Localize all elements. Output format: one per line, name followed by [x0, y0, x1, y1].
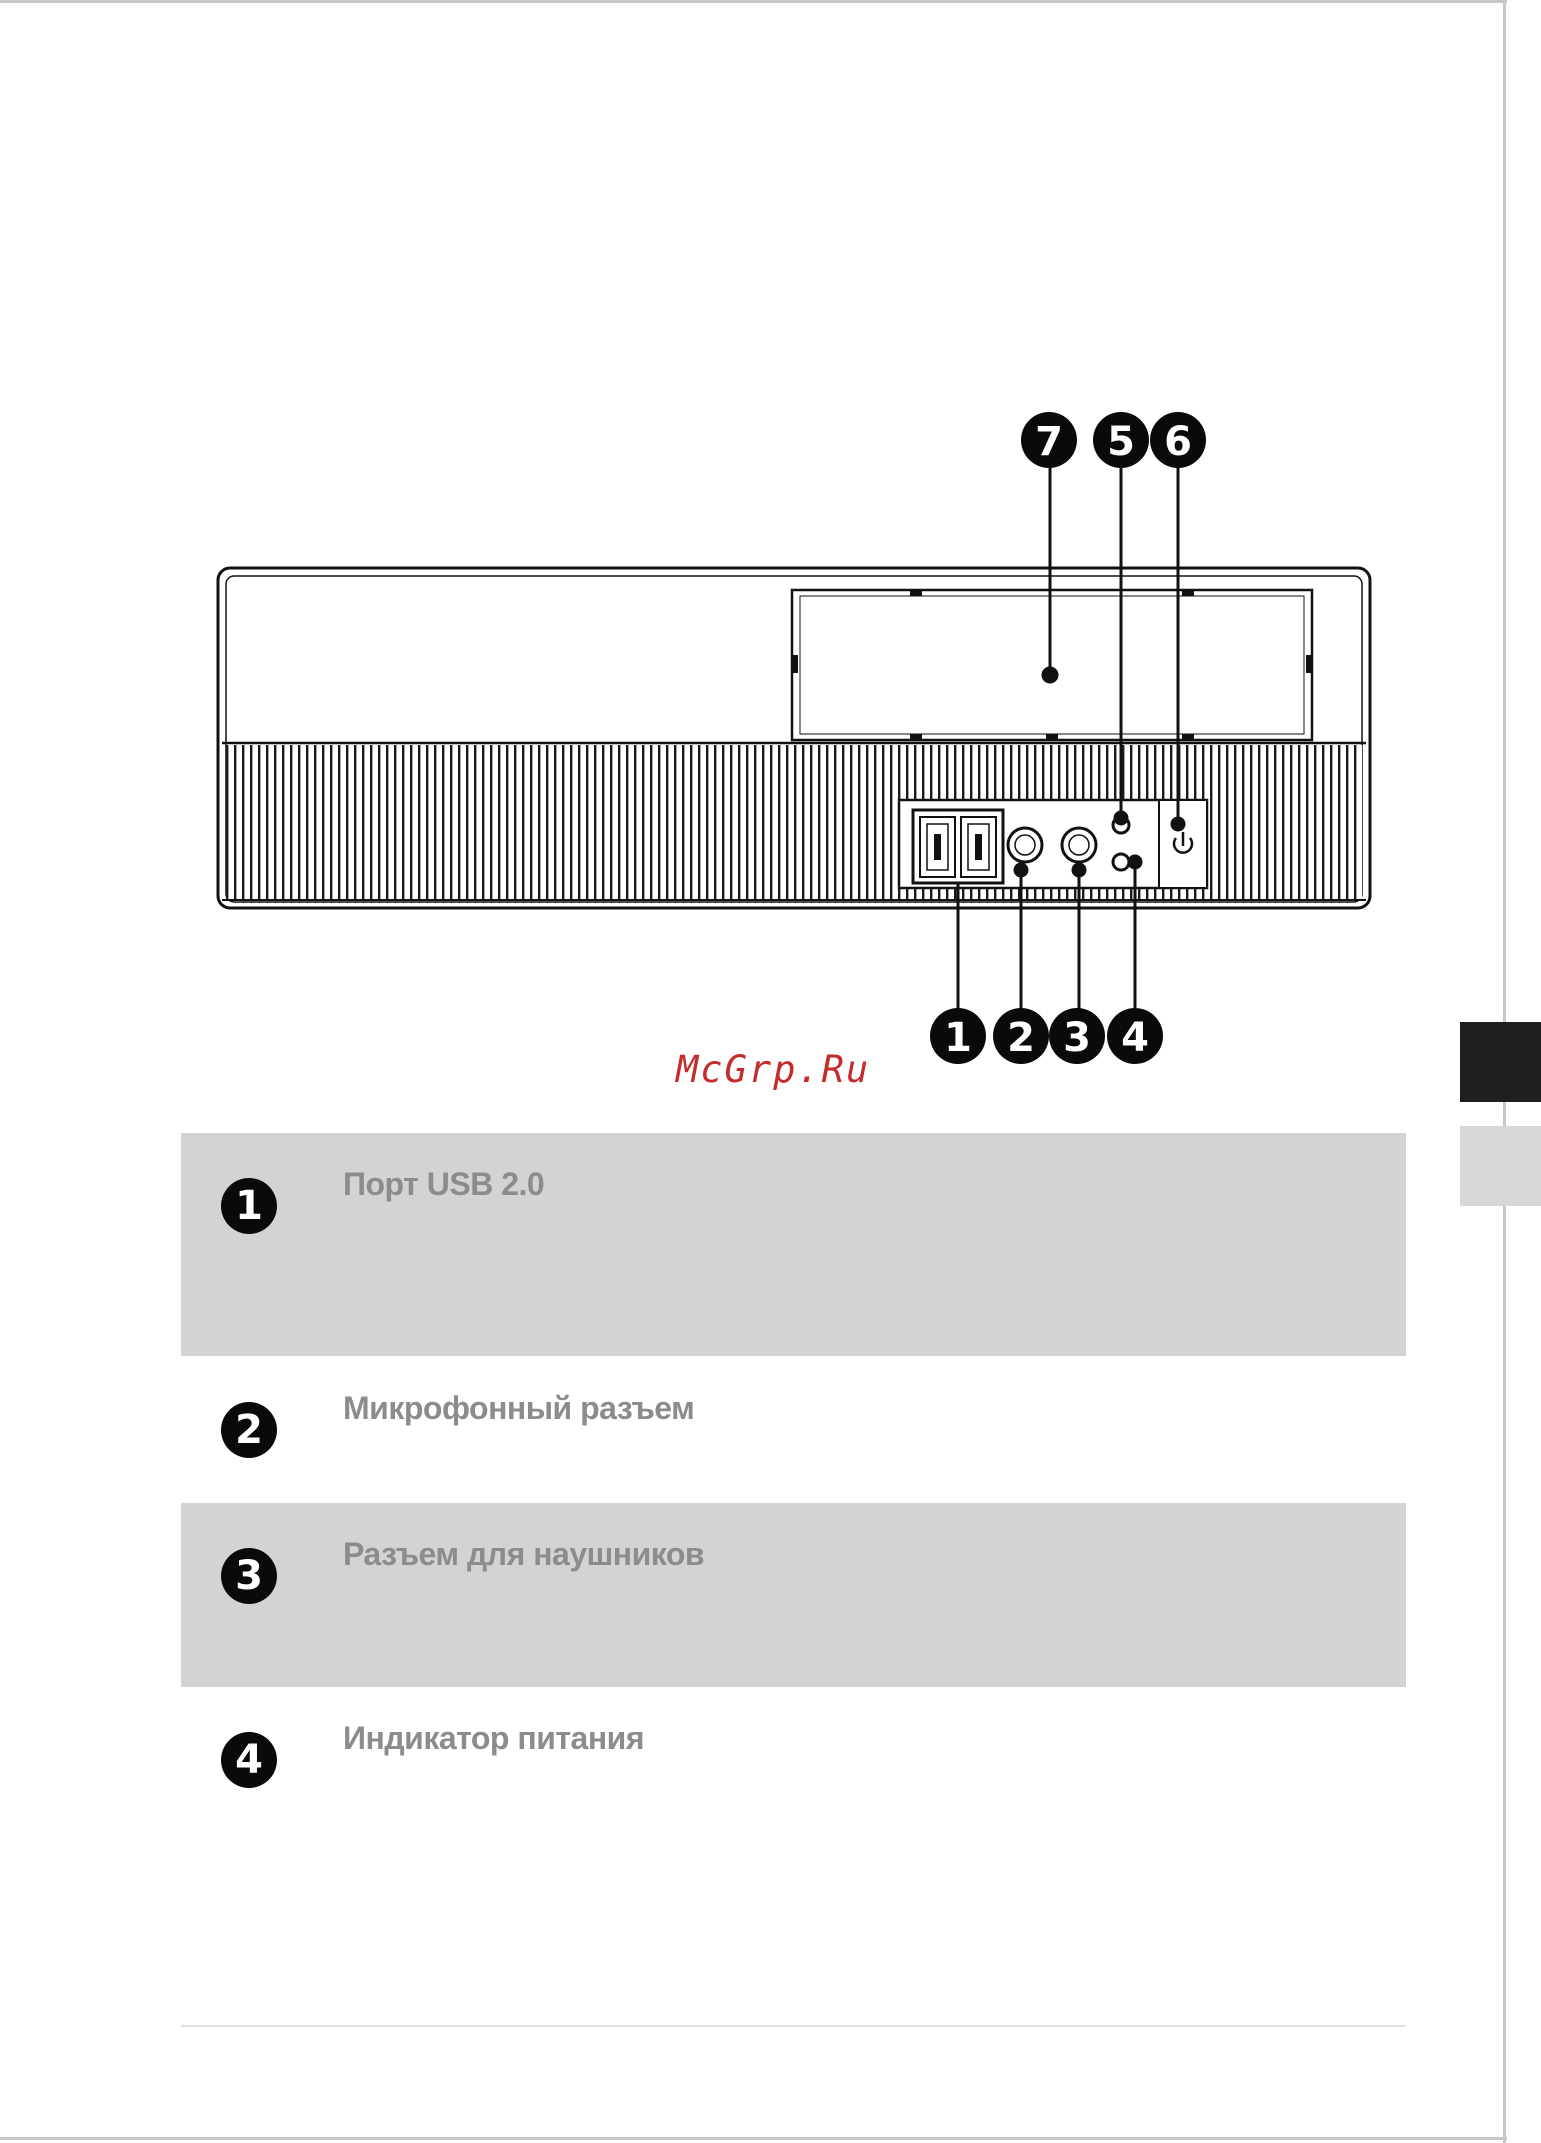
legend-label: Микрофонный разъем: [343, 1390, 694, 1427]
callout-2: 2: [993, 1008, 1049, 1064]
legend-label: Разъем для наушников: [343, 1536, 704, 1573]
chapter-tab: [1460, 1126, 1541, 1206]
callout-4-label: 4: [1121, 1015, 1149, 1061]
page-border-bottom: [0, 2137, 1507, 2140]
callout-3-label: 3: [1063, 1015, 1091, 1061]
front-panel-diagram: 7 5 6 1 2 3 4: [0, 0, 1541, 1100]
callout-2-label: 2: [1007, 1015, 1035, 1061]
legend-badge: 1: [221, 1178, 277, 1234]
callout-1: 1: [930, 1008, 986, 1064]
legend-row-power-led: 4 Индикатор питания: [181, 1687, 1406, 1867]
watermark: McGrp.Ru: [676, 1048, 870, 1091]
legend-badge: 2: [221, 1402, 277, 1458]
callout-5: 5: [1093, 412, 1149, 468]
legend-label: Порт USB 2.0: [343, 1166, 544, 1203]
callout-7: 7: [1021, 412, 1077, 468]
callout-4: 4: [1107, 1008, 1163, 1064]
callout-6: 6: [1150, 412, 1206, 468]
legend-badge: 4: [221, 1732, 277, 1788]
legend-row-headphone: 3 Разъем для наушников: [181, 1503, 1406, 1687]
legend-label: Индикатор питания: [343, 1720, 644, 1757]
callout-1-label: 1: [944, 1015, 972, 1061]
footer-rule: [181, 2025, 1406, 2027]
callout-6-label: 6: [1164, 419, 1192, 465]
optical-drive-bay: [792, 590, 1312, 740]
callout-3: 3: [1049, 1008, 1105, 1064]
legend-row-usb: 1 Порт USB 2.0: [181, 1133, 1406, 1356]
usb-ports: [913, 810, 1003, 883]
callout-5-label: 5: [1107, 419, 1135, 465]
callout-7-label: 7: [1035, 419, 1063, 465]
legend-row-mic: 2 Микрофонный разъем: [181, 1357, 1406, 1503]
legend-badge: 3: [221, 1548, 277, 1604]
